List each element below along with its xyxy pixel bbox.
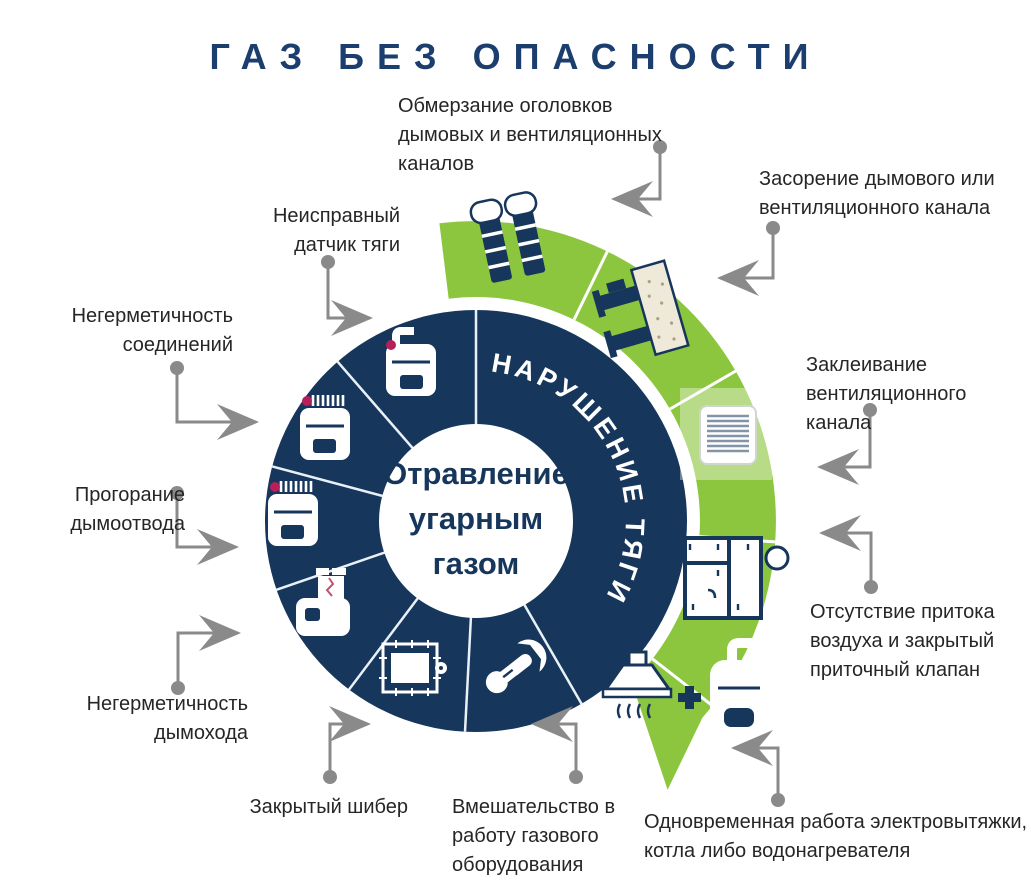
clogged-duct-icon bbox=[591, 259, 690, 359]
frozen-chimney-heads-icon bbox=[469, 191, 546, 283]
cause-label-simultaneous-operation: Одновременная работа электровытяжки, кот… bbox=[644, 811, 1028, 862]
cause-label-equipment-tampering: Вмешательство в работу газового оборудов… bbox=[452, 796, 616, 876]
connector-left bbox=[170, 486, 239, 565]
boiler-cracked-chimney-icon bbox=[296, 568, 350, 636]
connector-bottom-right bbox=[731, 730, 785, 807]
cause-label-leaky-chimney: Негерметичность дымохода bbox=[86, 693, 248, 744]
water-heater-flue-leak-icon bbox=[268, 481, 318, 546]
center-label: Отравление угарным газом bbox=[383, 456, 569, 581]
connector-bottom-mid bbox=[531, 706, 583, 784]
connector-top-left bbox=[321, 255, 373, 336]
connector-right-lower bbox=[819, 515, 878, 594]
closed-window-valve-icon bbox=[683, 536, 790, 620]
hood-plus-boiler-icon bbox=[601, 638, 768, 736]
cause-label-no-air-inflow: Отсутствие притока воздуха и закрытый пр… bbox=[810, 601, 995, 681]
cause-label-frozen-heads: Обмерзание оголовков дымовых и вентиляци… bbox=[398, 95, 662, 175]
cause-label-clogged-duct: Засорение дымового или вентиляционного к… bbox=[759, 168, 995, 219]
cause-label-burnt-flue: Прогорание дымоотвода bbox=[70, 484, 185, 535]
connector-bottom-left bbox=[323, 706, 371, 784]
water-heater-hose-leak-icon bbox=[300, 395, 350, 460]
connector-right bbox=[817, 403, 877, 485]
green-arc-shape bbox=[439, 221, 776, 790]
connector-left-lower bbox=[171, 615, 241, 695]
water-heater-sensor-icon bbox=[386, 327, 436, 396]
cause-label-faulty-draft-sensor: Неисправный датчик тяги bbox=[272, 205, 400, 256]
connector-left-upper bbox=[170, 361, 259, 440]
closed-damper-icon bbox=[379, 640, 447, 696]
cause-label-closed-damper: Закрытый шибер bbox=[249, 796, 408, 818]
poisoning-wheel: НАРУШЕНИЕ ТЯГИ bbox=[265, 310, 687, 732]
connectors bbox=[170, 140, 878, 807]
center-circle bbox=[379, 424, 573, 618]
taped-vent-grille-icon bbox=[680, 388, 772, 480]
connector-right-top bbox=[717, 221, 780, 296]
connector-top bbox=[611, 140, 667, 217]
cause-label-leaky-connections: Негерметичность соединений bbox=[71, 305, 233, 356]
cause-label-taped-vent: Заклеивание вентиляционного канала bbox=[806, 354, 967, 434]
page-title: ГАЗ БЕЗ ОПАСНОСТИ bbox=[209, 36, 822, 77]
hand-wrench-icon bbox=[485, 639, 547, 694]
